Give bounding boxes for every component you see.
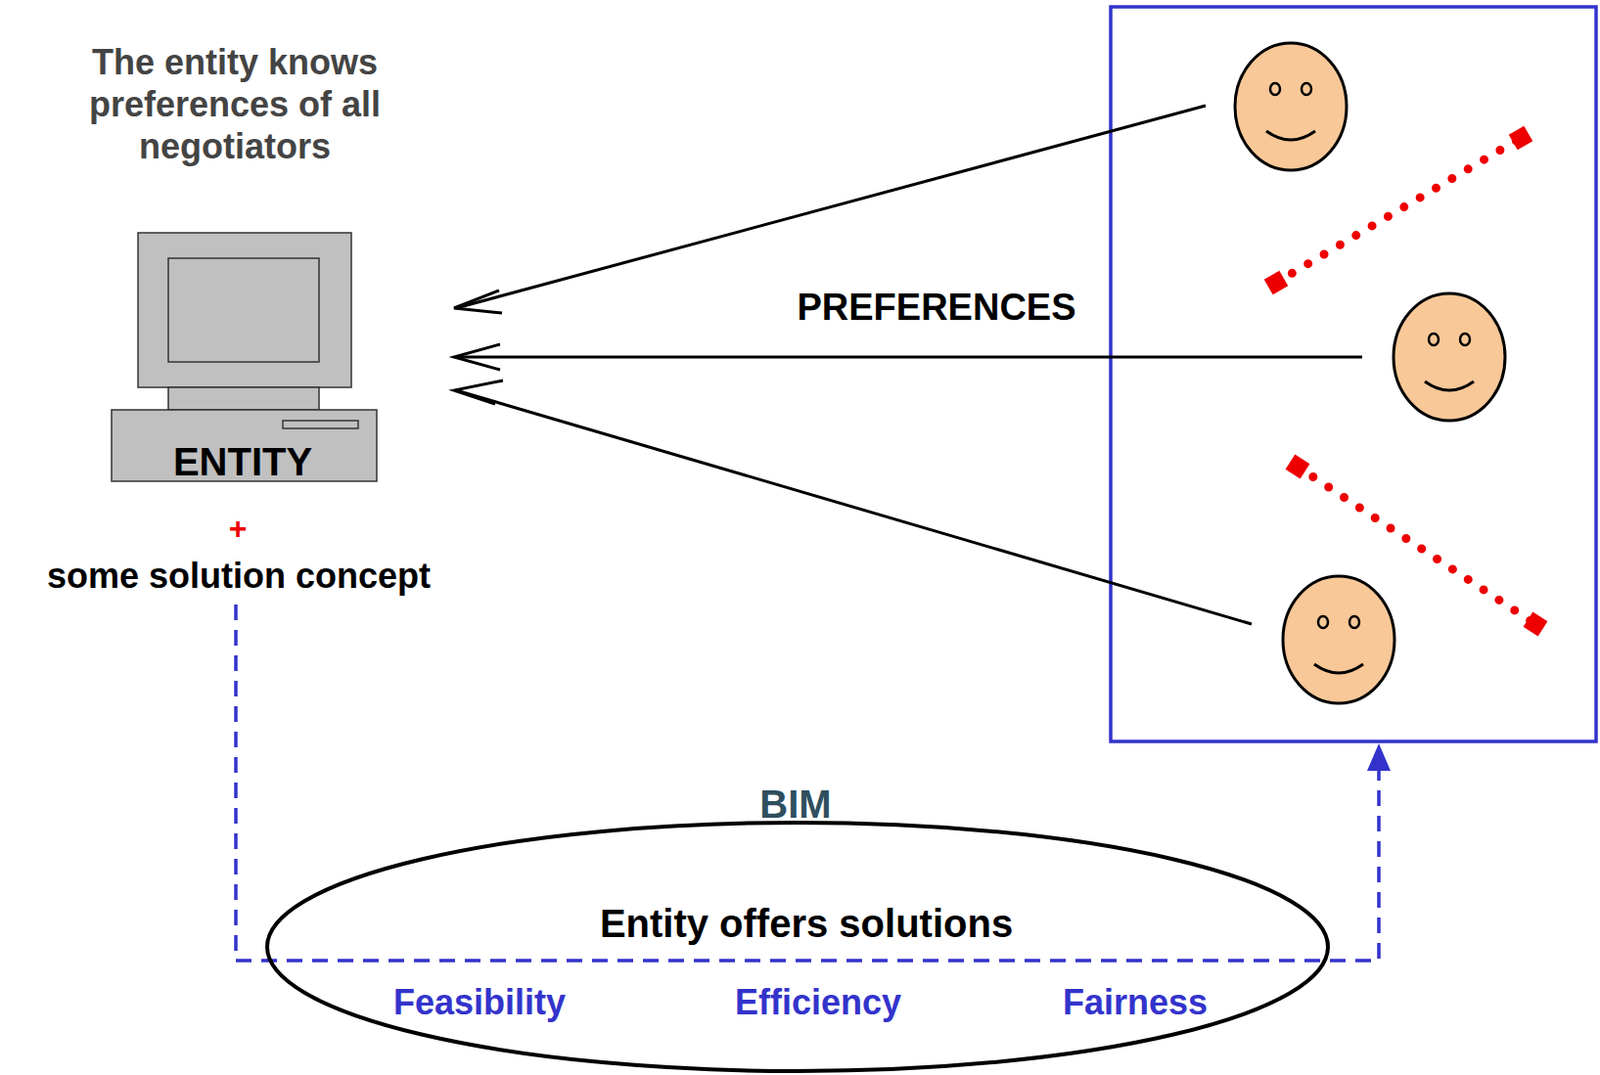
negotiators-box xyxy=(1110,6,1597,742)
entity-heading: The entity knows preferences of all nego… xyxy=(44,41,426,169)
ellipse-heading: Entity offers solutions xyxy=(599,900,1013,948)
plus-sign: + xyxy=(228,509,248,548)
bim-ellipse: BIM Entity offers solutionsFeasibility Eff… xyxy=(265,773,1330,1075)
criterion: Efficiency xyxy=(734,981,902,1024)
negotiator-faces xyxy=(1234,43,1506,704)
entity-computer: The entity knows preferences of all nego… xyxy=(39,29,431,490)
solution-concept-label: some solution concept xyxy=(46,554,431,597)
arrow-label: PREFERENCES xyxy=(796,285,1076,331)
dashed-feedback-line xyxy=(235,604,1391,961)
criterion: Fairness xyxy=(1062,981,1208,1024)
red-dotted-lines xyxy=(1264,126,1549,638)
preference-arrows xyxy=(454,105,1363,625)
entity-label: ENTITY xyxy=(173,438,313,486)
criterion: Feasibility xyxy=(393,981,566,1024)
bim-title: BIM xyxy=(759,780,831,828)
